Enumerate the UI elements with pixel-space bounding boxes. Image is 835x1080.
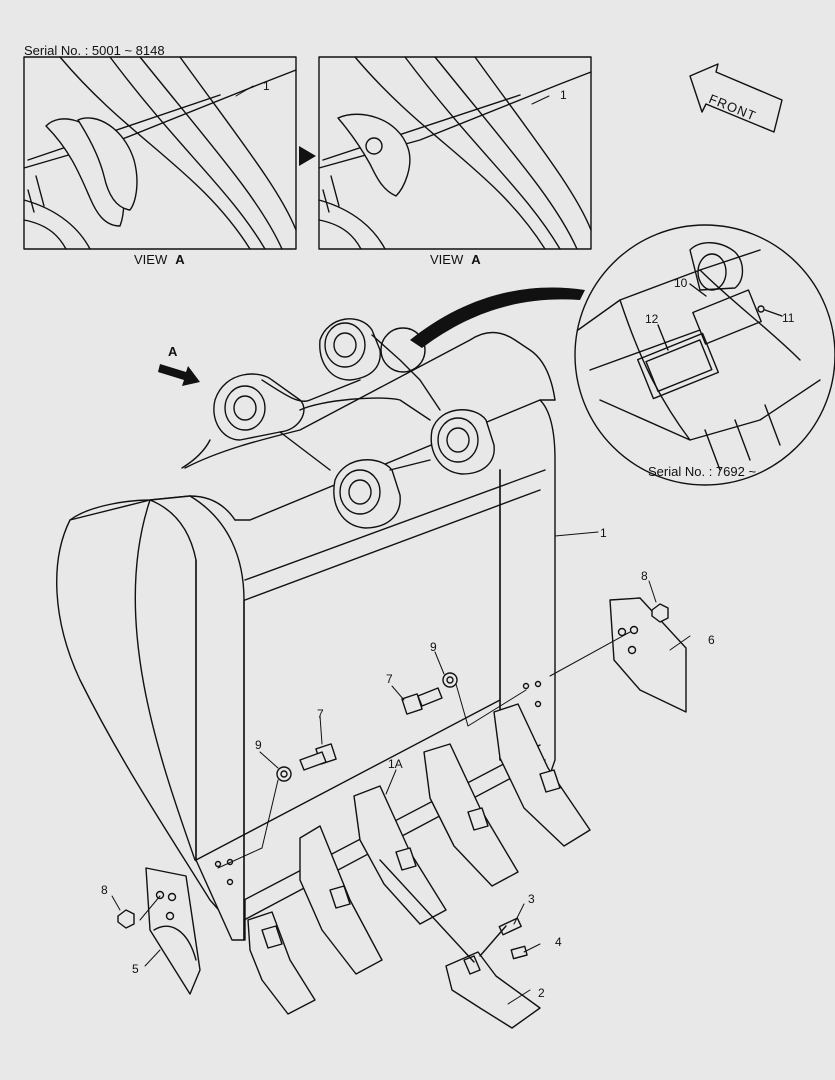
washer-part-9-right (442, 672, 458, 688)
callout-6: 6 (708, 633, 715, 647)
boss-lower-right (430, 409, 495, 475)
callout-5: 5 (132, 962, 139, 976)
detail-serial-note: Serial No. : 7692 ~ (648, 464, 757, 479)
callout-4: 4 (555, 935, 562, 949)
boss-upper-left (213, 373, 305, 441)
callout-9-right: 9 (430, 640, 437, 654)
detail-leader-swoosh (410, 287, 585, 348)
view-direction-arrow-icon (158, 364, 200, 386)
lock-part-4 (510, 945, 528, 960)
callout-1: 1 (600, 526, 607, 540)
bucket-body (56, 331, 556, 941)
callout-7-left: 7 (317, 707, 324, 721)
bolt-part-7-right (401, 687, 443, 715)
tooth-row (247, 703, 591, 1015)
nut-part-8-right (651, 603, 669, 623)
view-a-left-box (23, 56, 297, 250)
view-a-right-caption: VIEW A (430, 252, 481, 267)
detail-source-circle (380, 327, 426, 373)
view-a-right-box (318, 56, 592, 250)
triangle-right-icon (299, 146, 316, 166)
callout-9-left: 9 (255, 738, 262, 752)
bolt-part-7-left (299, 743, 337, 771)
callout-10: 10 (674, 276, 688, 290)
callout-2: 2 (538, 986, 545, 1000)
view-a-left-caption: VIEW A (134, 252, 185, 267)
view-caption-text: VIEW (430, 252, 464, 267)
front-arrow-icon (689, 63, 783, 133)
callout-1a: 1A (388, 757, 403, 771)
boss-upper-mid (319, 318, 381, 381)
link-plates (181, 334, 441, 471)
view-right-callout: 1 (560, 88, 567, 102)
callout-3: 3 (528, 892, 535, 906)
view-marker-letter: A (168, 344, 178, 359)
serial-range-label: Serial No. : 5001 ~ 8148 (24, 43, 165, 58)
tooth-part-2 (445, 951, 541, 1029)
side-cutter-part-5 (145, 867, 201, 995)
view-caption-letter: A (175, 252, 185, 267)
pin-part-3 (498, 917, 522, 936)
callout-11: 11 (782, 311, 795, 325)
nut-part-8-left (117, 909, 135, 929)
detail-circle (574, 224, 835, 486)
view-caption-text: VIEW (134, 252, 168, 267)
callout-7-right: 7 (386, 672, 393, 686)
boss-lower-mid (333, 459, 401, 529)
view-caption-letter: A (471, 252, 481, 267)
callout-8-left: 8 (101, 883, 108, 897)
callout-8-right: 8 (641, 569, 648, 583)
side-cutter-part-6 (609, 597, 687, 713)
view-left-callout: 1 (263, 79, 270, 93)
washer-part-9-left (276, 766, 292, 782)
callout-12: 12 (645, 312, 659, 326)
